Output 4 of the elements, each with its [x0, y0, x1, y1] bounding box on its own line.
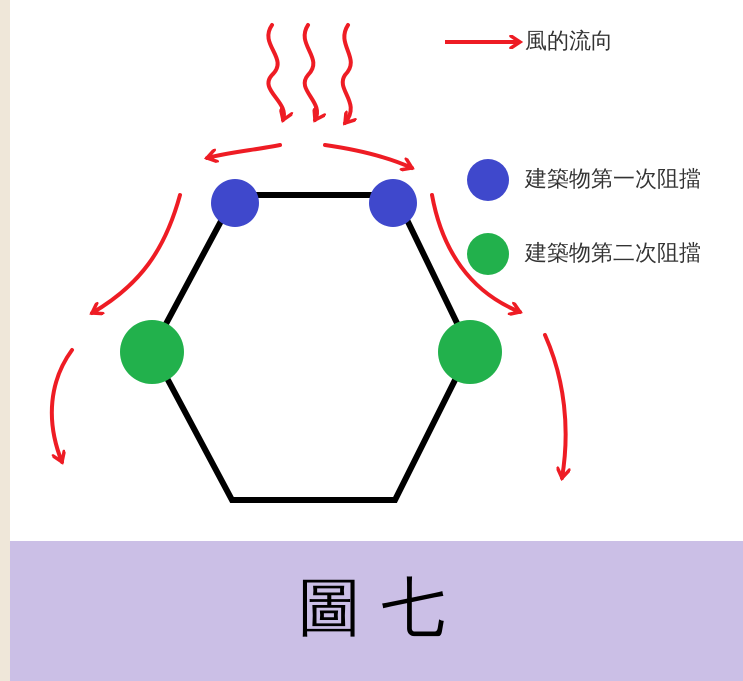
legend-text: 建築物第二次阻擋 — [525, 240, 701, 268]
legend-text: 建築物第一次阻擋 — [525, 166, 701, 194]
figure-caption: 圖 七 — [297, 572, 446, 644]
legend-text: 風的流向 — [525, 28, 613, 56]
